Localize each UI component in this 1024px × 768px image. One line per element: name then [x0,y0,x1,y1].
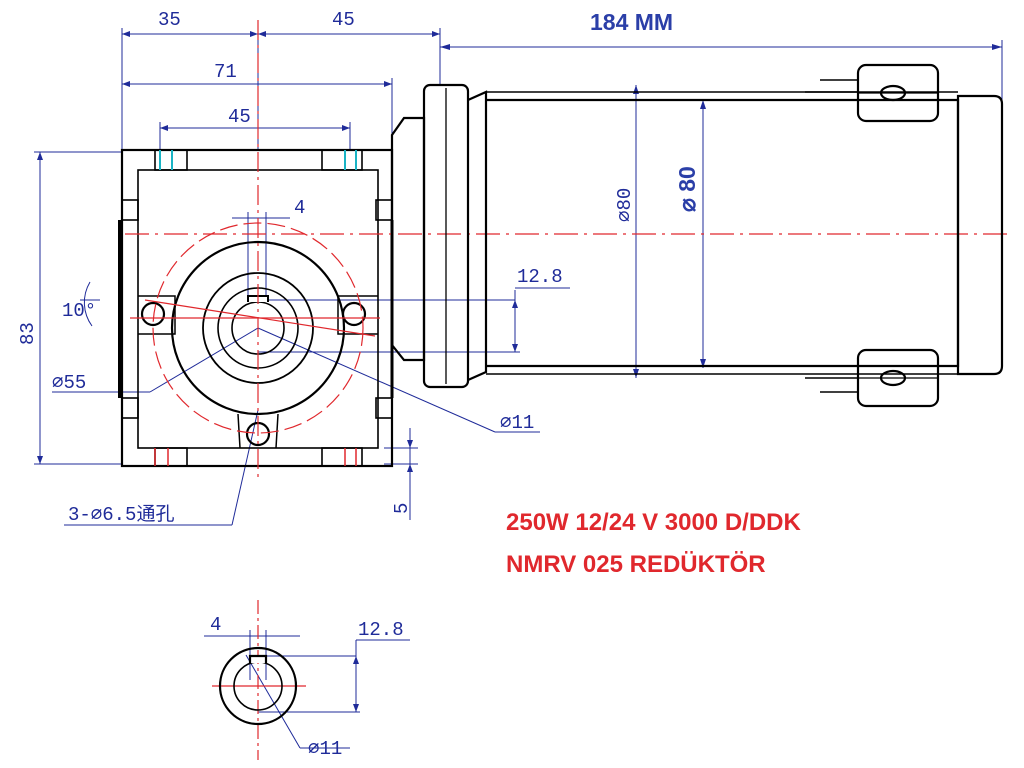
bolt-marks [159,150,357,170]
product-title-line1: 250W 12/24 V 3000 D/DDK [506,509,801,536]
dim-key-height: 12.8 [517,266,563,288]
dim-motor-dia-small: ⌀80 [614,188,636,222]
dim-motor-dia: ⌀ 80 [674,166,700,212]
motor-outline [390,63,1004,408]
dim-gearbox-width: 71 [214,61,237,83]
dim-key-width: 4 [294,197,305,219]
dim-flange-dia: ⌀55 [52,372,86,394]
dim-height: 83 [17,322,39,345]
dimension-lines [34,28,1003,749]
dim-mount-spacing: 45 [228,106,251,128]
detail-key-width: 4 [210,614,221,636]
dim-top-right: 45 [332,9,355,31]
dim-holes: 3-⌀6.5通孔 [68,503,174,526]
center-lines [125,20,1008,760]
dim-total-length: 184 MM [590,9,673,35]
detail-bore-dia: ⌀11 [308,738,342,760]
dim-tilt: 10° [62,300,96,322]
detail-key-height: 12.8 [358,619,404,641]
bolt-marks-red [154,448,357,466]
product-title-line2: NMRV 025 REDÜKTÖR [506,551,766,578]
detail-shaft [218,646,298,726]
dim-top-left: 35 [158,9,181,31]
dim-foot: 5 [391,503,413,514]
dim-bore-dia: ⌀11 [500,412,534,434]
